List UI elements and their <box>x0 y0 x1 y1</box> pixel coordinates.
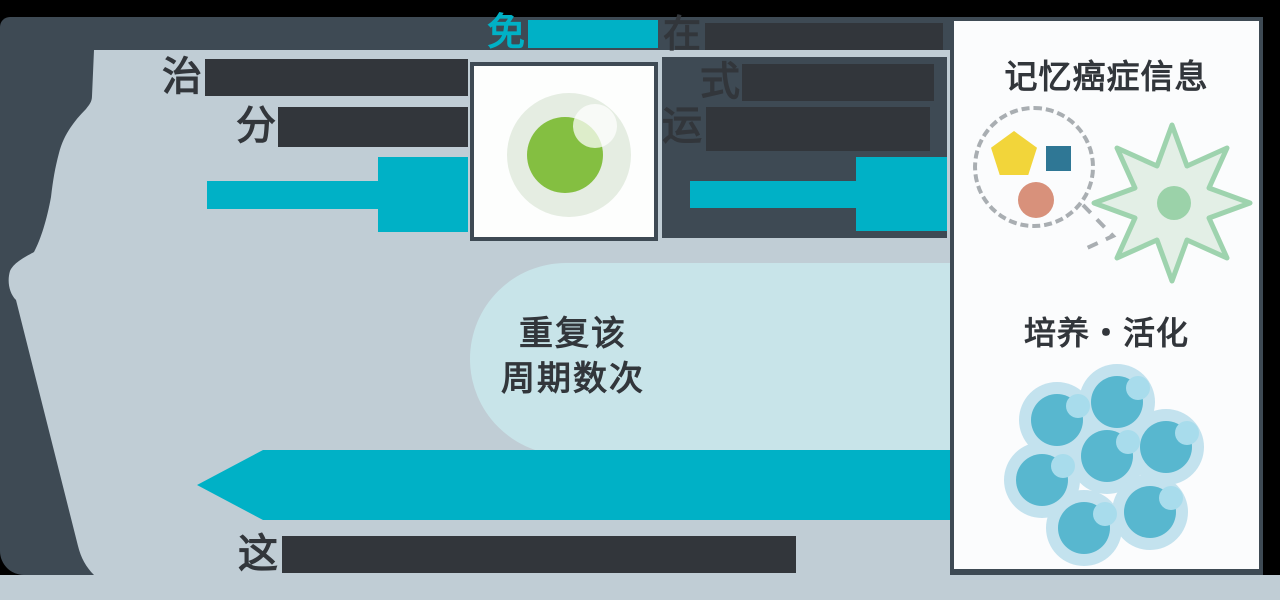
antigen-circle-icon <box>1018 182 1054 218</box>
banner-dark-fragment: 在 <box>663 14 702 56</box>
right-row2-fragment: 运 <box>662 104 702 148</box>
banner-teal-text-block <box>528 20 658 48</box>
banner-dark-text-block <box>705 23 943 50</box>
left-row2-text-block <box>278 107 468 147</box>
right-row2-text-block <box>706 107 930 151</box>
immune-cell-box <box>470 62 658 241</box>
repeat-cycle-line1: 重复该 <box>519 315 627 353</box>
left-row2-fragment: 分 <box>236 104 276 148</box>
memory-cancer-title: 记忆癌症信息 <box>1004 58 1209 95</box>
transfer-arrow-bar <box>690 181 856 208</box>
return-arrow-head-icon <box>197 450 263 520</box>
left-row1-fragment: 治 <box>162 55 202 99</box>
right-row1-text-block <box>742 64 934 101</box>
repeat-cycle-line2: 周期数次 <box>501 360 645 398</box>
extract-arrow-bar <box>207 181 378 209</box>
cluster-cell-highlight <box>1126 376 1150 400</box>
extract-arrow-head <box>378 157 468 232</box>
transfer-arrow-head <box>856 157 947 231</box>
repeat-cycle-label: 重复该 周期数次 <box>488 312 658 402</box>
cluster-cell-highlight <box>1159 486 1183 510</box>
cluster-cell-highlight <box>1175 421 1199 445</box>
right-row1-fragment: 式 <box>700 60 740 104</box>
left-row1-text-block <box>205 59 468 96</box>
bottom-light-strip <box>0 575 1280 600</box>
return-arrow-bar <box>263 450 950 520</box>
antigen-square-icon <box>1046 146 1071 171</box>
repeat-cycle-capsule <box>470 263 950 455</box>
banner-teal-fragment: 免 <box>487 12 526 54</box>
bottom-row-text-block <box>282 536 796 573</box>
culture-activation-title: 培养・活化 <box>1023 315 1189 351</box>
cluster-cell-highlight <box>1051 454 1075 478</box>
cluster-cell-highlight <box>1066 394 1090 418</box>
cluster-cell-highlight <box>1116 430 1140 454</box>
cluster-cell-highlight <box>1093 502 1117 526</box>
cell-highlight-icon <box>573 104 617 148</box>
bottom-row-fragment: 这 <box>238 532 278 576</box>
